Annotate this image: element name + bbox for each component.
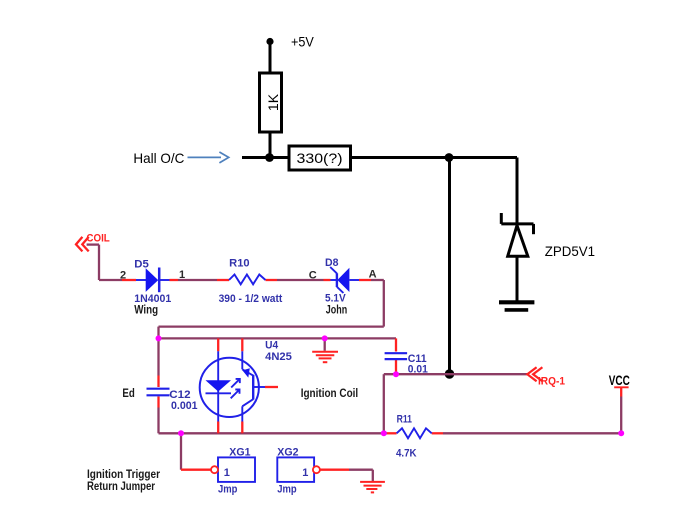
svg-text:Jmp: Jmp: [218, 483, 238, 495]
svg-text:330(?): 330(?): [297, 150, 343, 166]
svg-text:5.1V: 5.1V: [325, 293, 346, 305]
svg-text:1K: 1K: [265, 93, 281, 111]
svg-text:COIL: COIL: [86, 233, 110, 245]
svg-text:C: C: [309, 270, 317, 282]
svg-text:Ignition Trigger: Ignition Trigger: [87, 467, 160, 481]
svg-text:Jmp: Jmp: [277, 483, 297, 495]
svg-text:Wing: Wing: [134, 303, 158, 317]
svg-text:Ed: Ed: [122, 386, 134, 400]
svg-text:XG2: XG2: [277, 447, 298, 459]
svg-text:John: John: [326, 302, 347, 316]
svg-text:2: 2: [120, 270, 126, 282]
svg-text:C11: C11: [408, 353, 427, 365]
svg-text:+5V: +5V: [291, 34, 314, 50]
svg-text:1: 1: [302, 467, 308, 479]
svg-text:XG1: XG1: [229, 447, 250, 459]
svg-text:Return Jumper: Return Jumper: [87, 479, 155, 493]
svg-text:U4: U4: [265, 340, 279, 352]
svg-text:ZPD5V1: ZPD5V1: [545, 243, 595, 259]
svg-text:Ignition Coil: Ignition Coil: [301, 386, 359, 400]
svg-text:R10: R10: [229, 258, 249, 270]
svg-text:0.001: 0.001: [171, 400, 198, 412]
svg-text:VCC: VCC: [609, 372, 630, 388]
svg-text:0.01: 0.01: [408, 364, 428, 376]
svg-text:A: A: [369, 269, 377, 281]
svg-text:1N4001: 1N4001: [134, 293, 171, 305]
svg-text:4N25: 4N25: [265, 351, 292, 363]
svg-text:R11: R11: [397, 414, 412, 426]
svg-text:1: 1: [224, 467, 230, 479]
svg-text:Hall O/C: Hall O/C: [133, 150, 184, 166]
svg-text:D8: D8: [325, 257, 339, 269]
svg-text:D5: D5: [134, 259, 149, 271]
svg-text:4.7K: 4.7K: [396, 447, 417, 459]
svg-text:C12: C12: [169, 389, 190, 401]
svg-text:IRQ-1: IRQ-1: [538, 376, 565, 388]
svg-text:1: 1: [179, 269, 185, 281]
svg-text:390 - 1/2 watt: 390 - 1/2 watt: [219, 293, 283, 305]
